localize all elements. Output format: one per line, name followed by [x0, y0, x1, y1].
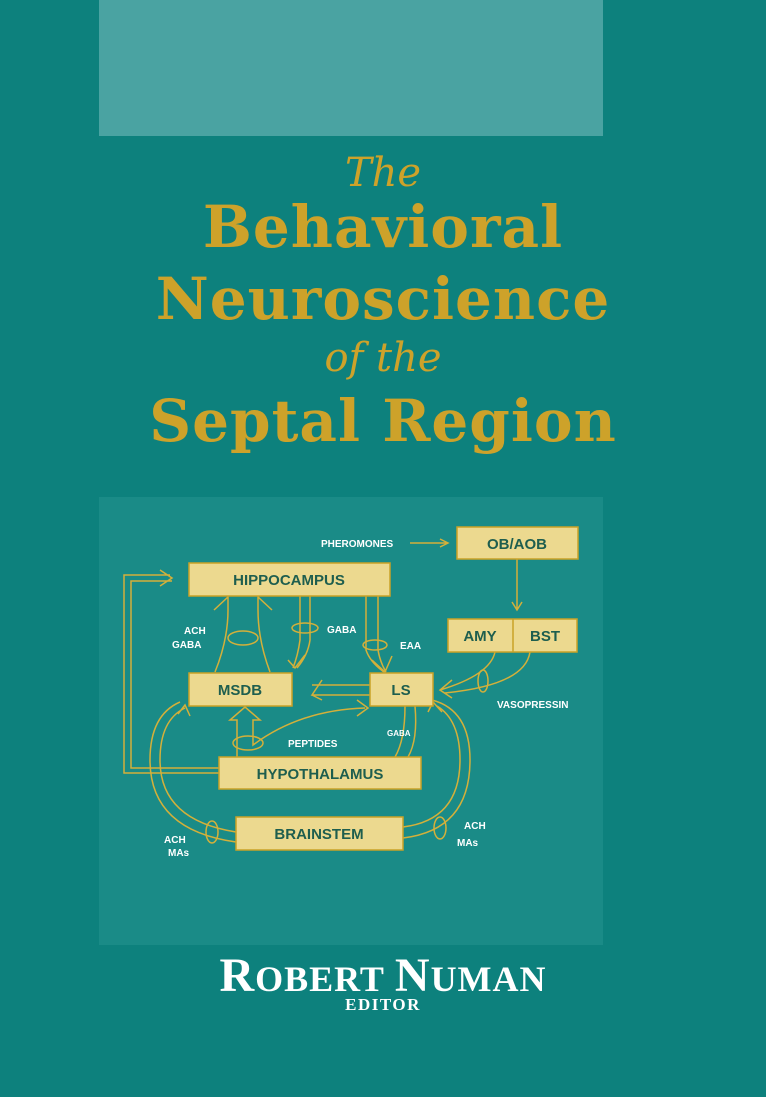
svg-text:BRAINSTEM: BRAINSTEM	[274, 826, 363, 843]
title-behavioral: Behavioral	[202, 193, 564, 261]
label-vasopressin: VASOPRESSIN	[497, 700, 569, 711]
label-gaba: GABA	[387, 729, 411, 738]
label-peptides: PEPTIDES	[288, 739, 338, 750]
box-hippocampus: HIPPOCAMPUS	[188, 562, 391, 597]
box-ls: LS	[369, 672, 434, 707]
label-mas: MAs	[457, 838, 479, 849]
label-eaa: EAA	[400, 641, 421, 652]
svg-text:BST: BST	[530, 628, 560, 645]
label-ach: ACH	[464, 821, 486, 832]
title-septal-region: Septal Region	[149, 387, 617, 455]
connection-lines	[123, 538, 531, 844]
label-ach: ACH	[164, 835, 186, 846]
label-mas: MAs	[168, 848, 190, 859]
box-hypothalamus: HYPOTHALAMUS	[218, 756, 422, 790]
svg-text:LS: LS	[391, 682, 410, 699]
svg-text:AMY: AMY	[463, 628, 496, 645]
box-brainstem: BRAINSTEM	[235, 816, 404, 851]
title-of-the: of the	[324, 335, 442, 381]
box-ob-aob: OB/AOB	[456, 526, 579, 560]
author-name: ROBERT NUMAN	[219, 949, 547, 1002]
box-amy-bst: AMY BST	[447, 618, 578, 653]
title-neuroscience: Neuroscience	[155, 265, 611, 333]
svg-text:MSDB: MSDB	[218, 682, 262, 699]
label-pheromones: PHEROMONES	[321, 539, 394, 550]
top-color-band	[99, 0, 603, 136]
label-ach: ACH	[184, 626, 206, 637]
svg-text:HYPOTHALAMUS: HYPOTHALAMUS	[257, 766, 384, 783]
svg-text:HIPPOCAMPUS: HIPPOCAMPUS	[233, 572, 345, 589]
svg-text:OB/AOB: OB/AOB	[487, 536, 547, 553]
label-gaba: GABA	[327, 625, 356, 636]
box-msdb: MSDB	[188, 672, 293, 707]
label-gaba: GABA	[172, 640, 201, 651]
title-the: The	[344, 150, 422, 196]
editor-label: EDITOR	[345, 995, 421, 1014]
